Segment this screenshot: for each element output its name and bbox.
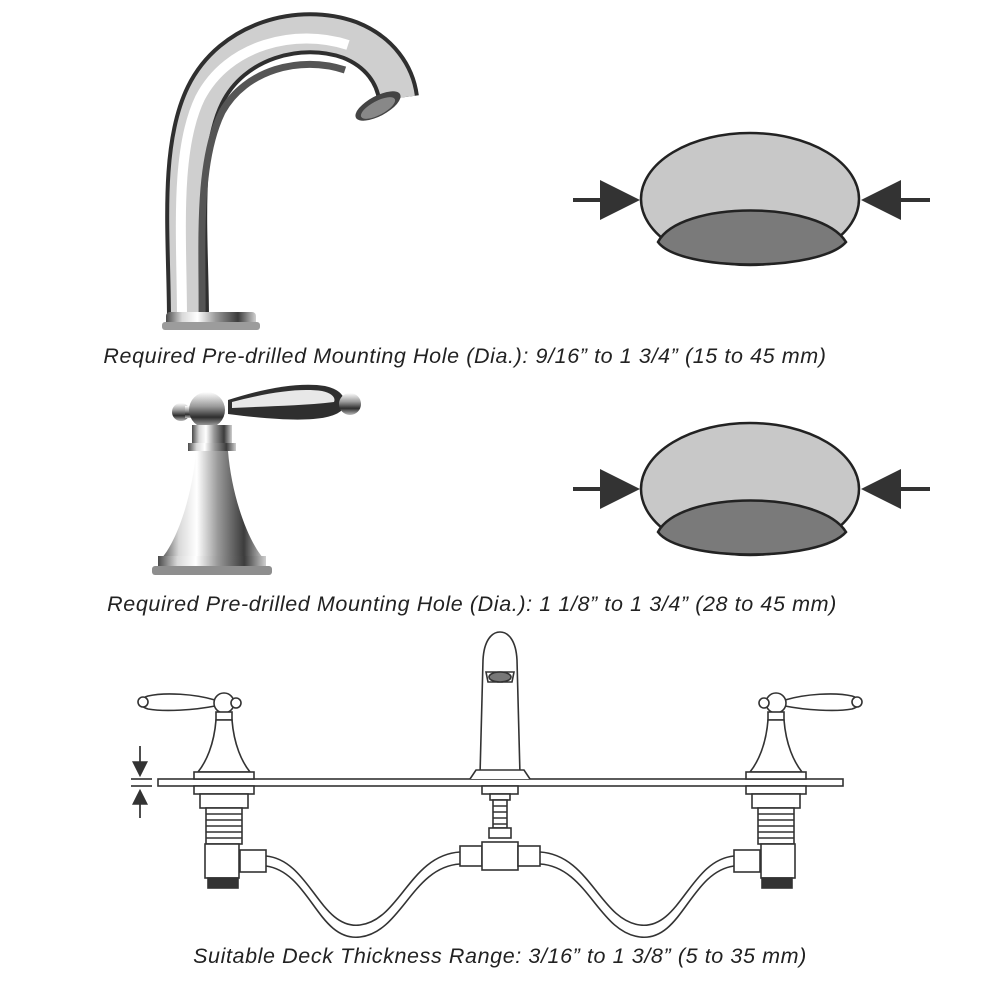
center-spout — [469, 631, 531, 839]
installation-line-drawing — [131, 631, 863, 938]
deck-thickness-indicator — [131, 746, 152, 818]
faucet-spout-icon — [162, 12, 419, 330]
connecting-hoses — [239, 841, 761, 938]
mounting-hole-handle — [573, 421, 930, 557]
deck-plate — [157, 778, 844, 787]
faucet-handle-icon — [152, 384, 361, 575]
left-handle — [137, 692, 255, 889]
deck-thickness-caption: Suitable Deck Thickness Range: 3/16” to … — [193, 944, 807, 968]
handle-hole-caption: Required Pre-drilled Mounting Hole (Dia.… — [107, 592, 837, 616]
right-handle — [745, 692, 863, 889]
mounting-hole-spout — [573, 131, 930, 267]
spout-hole-caption: Required Pre-drilled Mounting Hole (Dia.… — [103, 344, 827, 368]
